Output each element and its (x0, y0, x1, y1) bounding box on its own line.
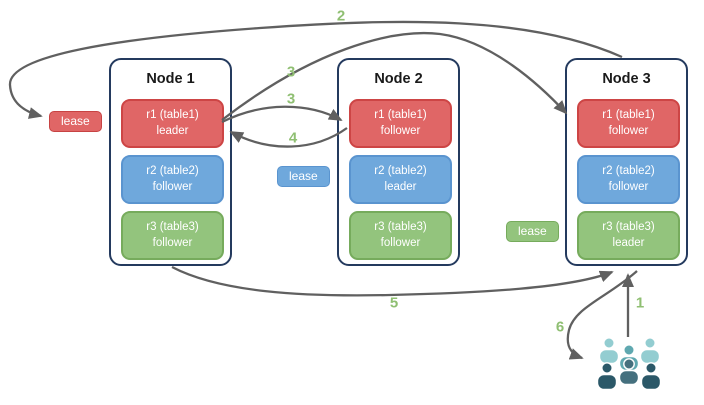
replica-role: leader (156, 124, 189, 137)
node-3-replica-r3: r3 (table3) leader (577, 211, 680, 260)
node-1-replica-r2: r2 (table2) follower (121, 155, 224, 204)
node-3-title: Node 3 (602, 71, 651, 87)
users-group-icon (596, 337, 662, 391)
node-3-replica-r1: r1 (table1) follower (577, 99, 680, 148)
step-label-4: 4 (288, 129, 298, 147)
node-2-replica-r2: r2 (table2) leader (349, 155, 452, 204)
node-2-title: Node 2 (374, 71, 423, 87)
step-label-1: 1 (635, 294, 645, 312)
replica-name: r2 (table2) (374, 165, 427, 178)
lease-badge-table2: lease (277, 166, 330, 187)
arrow-step-2-node3-to-lease1 (8, 20, 623, 119)
node-1-box: Node 1 r1 (table1) leader r2 (table2) fo… (109, 58, 232, 266)
replica-role: follower (380, 124, 421, 137)
replica-name: r2 (table2) (146, 165, 199, 178)
replica-role: follower (380, 236, 421, 249)
step-label-5: 5 (389, 294, 399, 312)
node-1-title: Node 1 (146, 71, 195, 87)
node-3-replica-r2: r2 (table2) follower (577, 155, 680, 204)
replica-name: r1 (table1) (146, 109, 199, 122)
replica-name: r2 (table2) (602, 165, 655, 178)
step-label-3b: 3 (286, 90, 296, 108)
replica-role: leader (384, 180, 417, 193)
arrow-step-5-node1-to-node3 (171, 265, 614, 297)
replica-name: r1 (table1) (602, 109, 655, 122)
node-2-box: Node 2 r1 (table1) follower r2 (table2) … (337, 58, 460, 266)
replica-role: follower (608, 124, 649, 137)
node-1-replica-r3: r3 (table3) follower (121, 211, 224, 260)
lease-badge-table3: lease (506, 221, 559, 242)
replica-role: follower (608, 180, 649, 193)
replica-role: follower (152, 236, 193, 249)
node-1-replica-r1: r1 (table1) leader (121, 99, 224, 148)
lease-badge-table1: lease (49, 111, 102, 132)
replica-name: r3 (table3) (374, 221, 427, 234)
replica-name: r3 (table3) (146, 221, 199, 234)
arrow-step-6-node3-to-user (566, 270, 638, 360)
replica-role: follower (152, 180, 193, 193)
step-label-3a: 3 (286, 63, 296, 81)
replica-role: leader (612, 236, 645, 249)
replica-name: r3 (table3) (602, 221, 655, 234)
step-label-2: 2 (336, 7, 346, 25)
step-label-6: 6 (555, 318, 565, 336)
replica-name: r1 (table1) (374, 109, 427, 122)
node-2-replica-r3: r3 (table3) follower (349, 211, 452, 260)
node-2-replica-r1: r1 (table1) follower (349, 99, 452, 148)
node-3-box: Node 3 r1 (table1) follower r2 (table2) … (565, 58, 688, 266)
arrow-step-3-node1-to-node2 (221, 105, 343, 124)
